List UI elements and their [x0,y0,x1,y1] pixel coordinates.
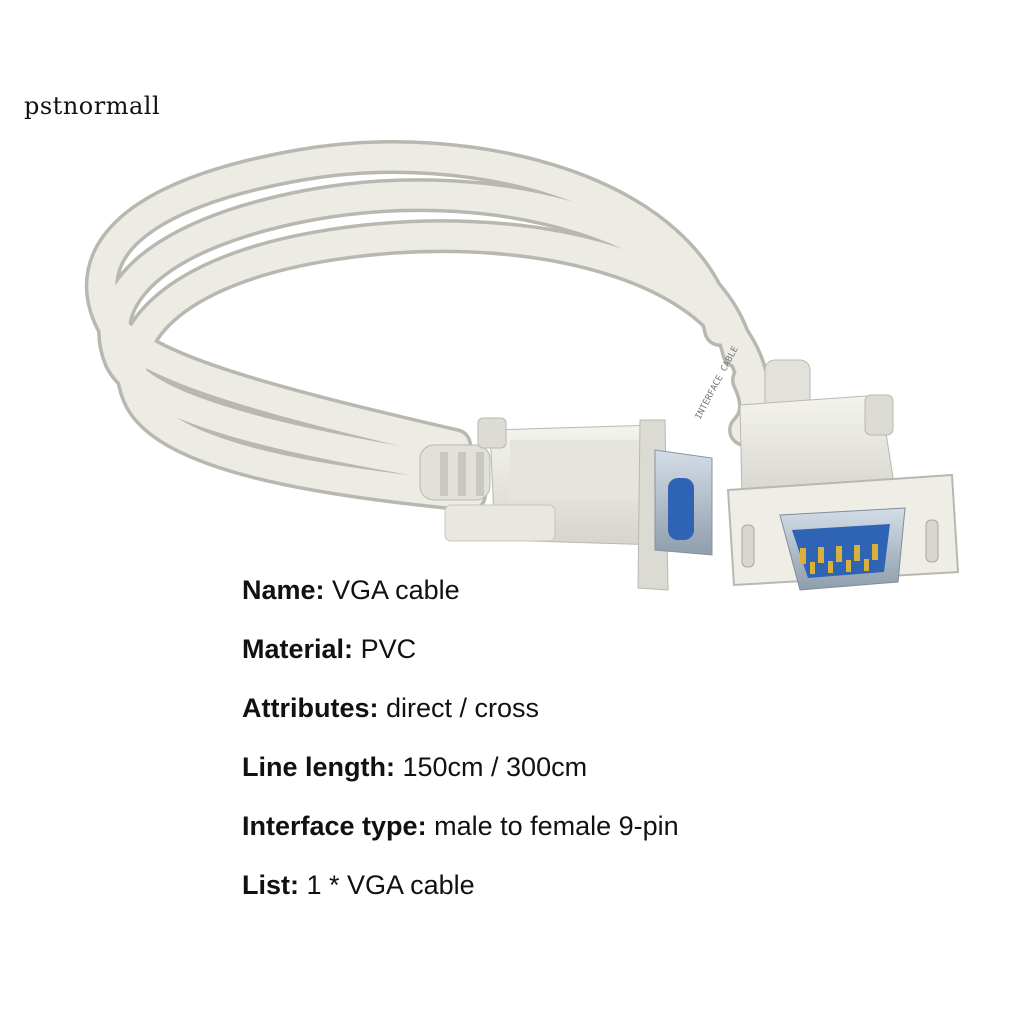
spec-name: Name: VGA cable [242,570,962,629]
cable-loops [84,140,772,512]
spec-interface-type: Interface type: male to female 9-pin [242,806,962,865]
spec-list: Name: VGA cable Material: PVC Attributes… [242,570,962,924]
spec-value: direct / cross [386,693,540,723]
spec-value: 150cm / 300cm [402,752,588,782]
spec-label: Name: [242,575,325,605]
spec-value: VGA cable [332,575,460,605]
spec-line-length: Line length: 150cm / 300cm [242,747,962,806]
male-connector [726,359,960,591]
spec-label: Material: [242,634,354,664]
spec-value: male to female 9-pin [434,811,679,841]
female-connector [419,417,713,591]
spec-label: List: [242,870,299,900]
spec-value: 1 * VGA cable [306,870,475,900]
spec-attributes: Attributes: direct / cross [242,688,962,747]
spec-list: List: 1 * VGA cable [242,865,962,924]
spec-label: Line length: [242,752,395,782]
watermark-text: pstnormall [24,92,161,120]
spec-value: PVC [360,634,417,664]
spec-label: Interface type: [242,811,427,841]
spec-label: Attributes: [242,693,379,723]
spec-material: Material: PVC [242,629,962,688]
